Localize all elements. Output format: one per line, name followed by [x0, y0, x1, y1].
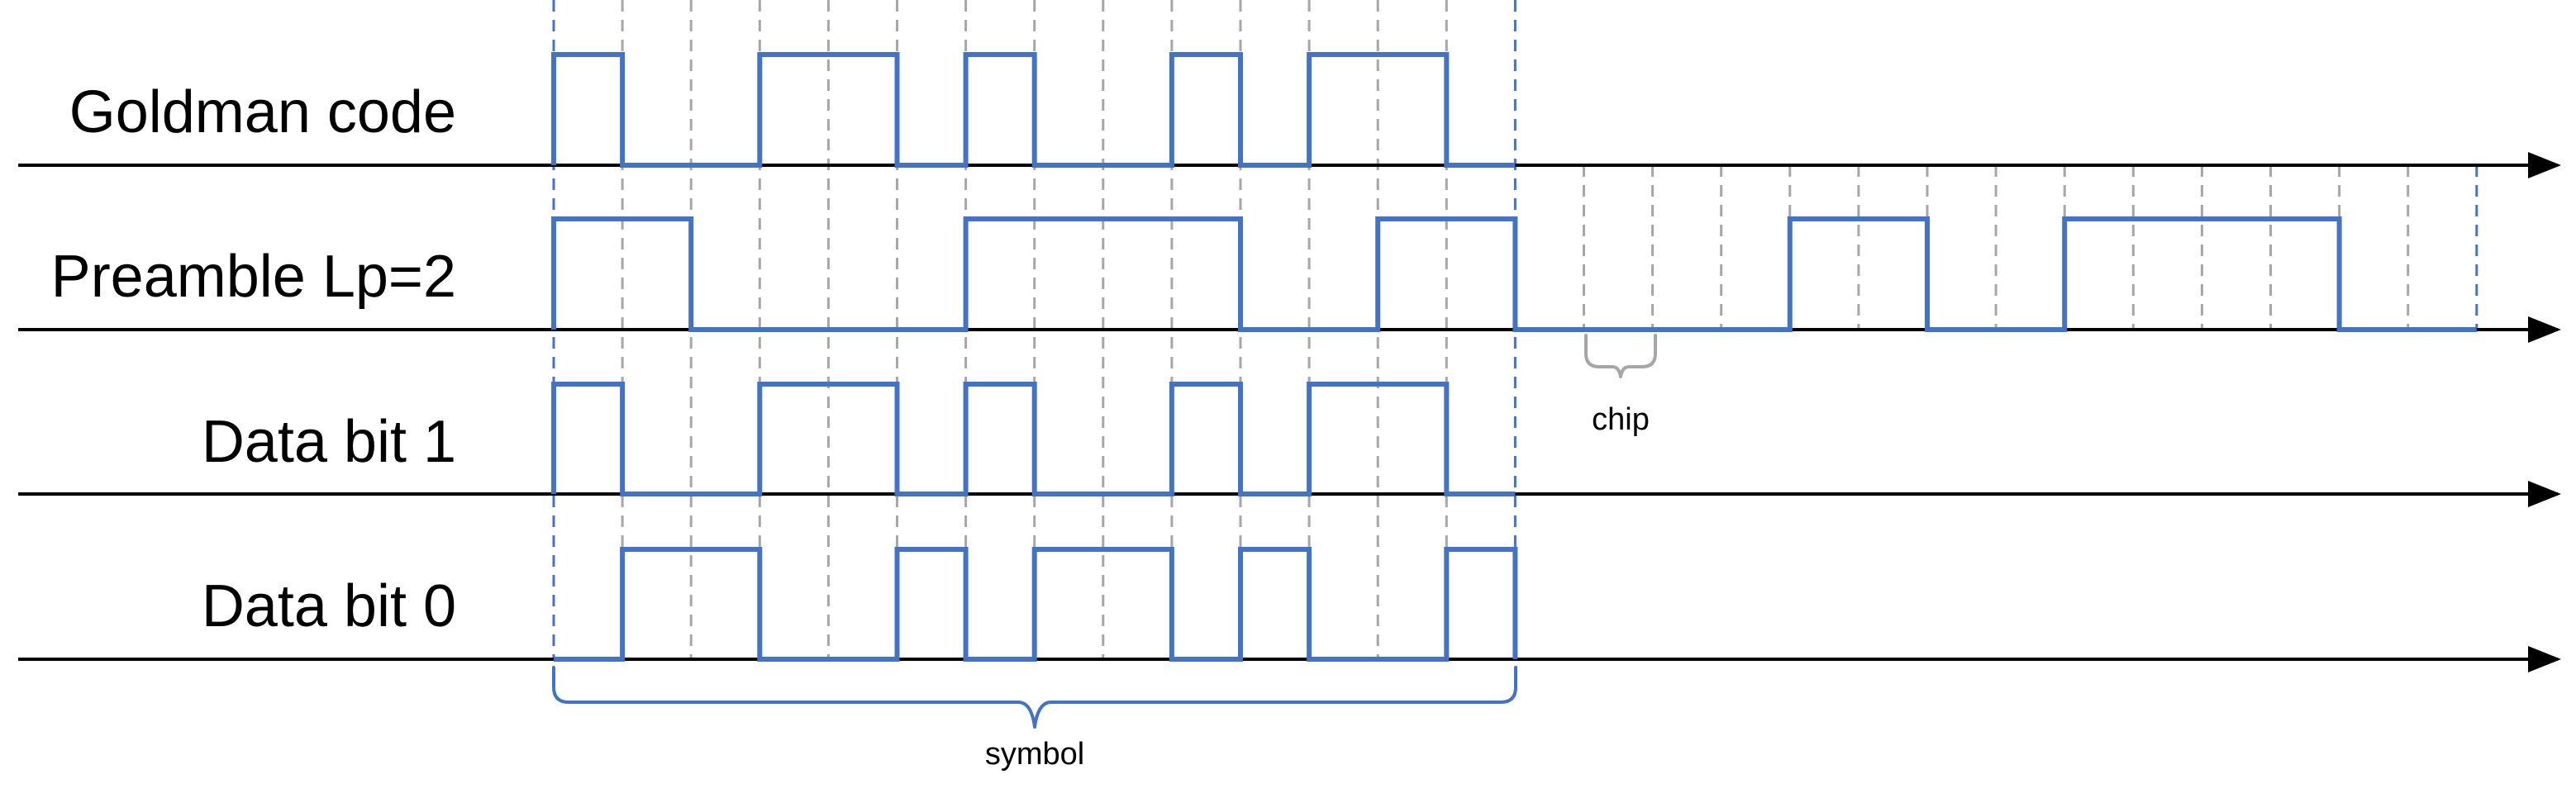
symbol-label: symbol [985, 737, 1084, 772]
row-label-goldman-code: Goldman code [69, 79, 456, 145]
row-label-data-bit-1: Data bit 1 [202, 409, 456, 475]
preamble-waveform [551, 216, 2477, 332]
symbol-brace [552, 666, 1517, 729]
chip-brace [1584, 334, 1657, 378]
data-bit-1-waveform [551, 382, 1516, 496]
row-label-preamble: Preamble Lp=2 [51, 244, 456, 310]
chip-label: chip [1592, 402, 1650, 437]
data-bit-0-waveform [554, 547, 1518, 662]
row-label-data-bit-0: Data bit 0 [202, 573, 456, 639]
goldman-code-waveform [551, 52, 1516, 168]
waveforms [551, 52, 2477, 662]
